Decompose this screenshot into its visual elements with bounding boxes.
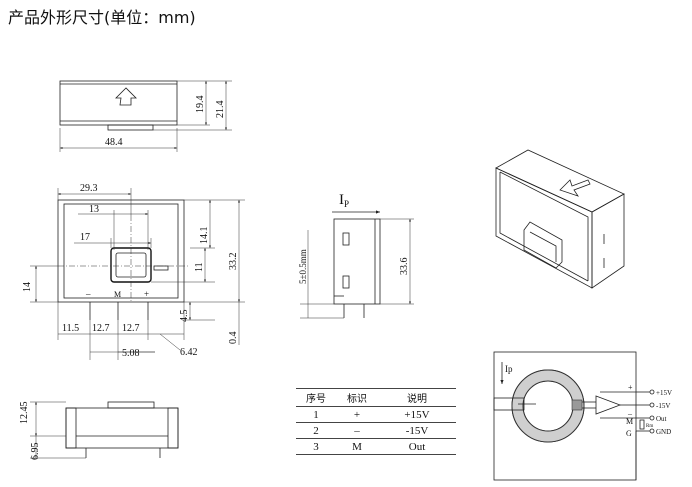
top-view: 48.4 19.4 21.4 (59, 80, 232, 152)
table-row: 3 M Out (296, 438, 456, 455)
front-view: – M + 29.3 13 17 14.1 11 33.2 14 (22, 183, 245, 360)
pin-no: 2 (296, 422, 336, 439)
node-m: M (626, 417, 633, 426)
dim-33-6: 33.6 (399, 258, 410, 276)
dim-0-4: 0.4 (228, 332, 239, 345)
dim-6-42: 6.42 (180, 347, 198, 358)
dim-5-tolerance: 5±0.5mm (298, 249, 308, 284)
table-row: 2 – -15V (296, 422, 456, 439)
bottom-view-body (65, 407, 179, 449)
dim-33-2: 33.2 (228, 253, 239, 271)
isometric-view (495, 149, 625, 289)
dim-top-h2: 21.4 (215, 101, 226, 119)
pin-desc: Out (378, 438, 456, 455)
dim-29-3: 29.3 (80, 183, 98, 194)
schematic: Ip +15V -15V Out GND + – (493, 351, 672, 481)
schematic-frame (493, 351, 637, 481)
pin-col-mark: 标识 (336, 388, 378, 407)
dim-12-7b: 12.7 (122, 323, 140, 334)
dim-14: 14 (22, 282, 33, 292)
pin-desc: -15V (378, 422, 456, 439)
arrow-up-icon (115, 87, 137, 106)
schematic-ip-label: Ip (505, 364, 513, 374)
dim-12-45: 12.45 (19, 402, 30, 425)
top-view-body (59, 80, 178, 126)
dim-5-08: 5.08 (122, 348, 140, 359)
bottom-view: 12.45 6.95 (19, 402, 179, 461)
dim-top-h1: 19.4 (195, 96, 206, 114)
node-minus: – (627, 409, 633, 418)
page-title: 产品外形尺寸(单位：mm) (8, 8, 196, 27)
term-minus15: -15V (656, 402, 670, 410)
dim-14-1: 14.1 (199, 227, 210, 245)
top-view-tab (107, 124, 154, 131)
resistor-rm (639, 419, 645, 430)
side-view-body (333, 218, 381, 305)
pin-table-header: 序号 标识 说明 (296, 388, 456, 407)
pin-col-no: 序号 (296, 388, 336, 407)
pin-label-plus: + (144, 289, 149, 299)
pin-mark: + (336, 406, 378, 423)
term-out: Out (656, 415, 667, 423)
pin-mark: M (336, 438, 378, 455)
table-row: 1 + +15V (296, 406, 456, 423)
node-g: G (626, 429, 632, 438)
iso-arrow-icon (559, 179, 591, 197)
pin-col-desc: 说明 (378, 388, 456, 407)
dim-4-5: 4.5 (179, 310, 190, 323)
term-gnd: GND (656, 428, 671, 436)
opamp-icon (595, 395, 622, 415)
dim-11-5: 11.5 (62, 323, 79, 334)
dim-6-95: 6.95 (30, 443, 41, 461)
node-plus: + (628, 383, 633, 392)
side-ip-label: IP (339, 192, 349, 209)
dim-12-7a: 12.7 (92, 323, 110, 334)
pin-label-minus: – (85, 289, 91, 299)
label-rm: Rm (646, 424, 653, 429)
dim-13: 13 (89, 204, 99, 215)
pin-desc: +15V (378, 406, 456, 423)
side-view: IP 33.6 5±0.5mm (298, 192, 414, 319)
pin-label-m: M (114, 290, 121, 299)
dim-17: 17 (80, 232, 90, 243)
dim-11: 11 (194, 262, 205, 272)
front-view-body (57, 199, 185, 303)
pin-mark: – (336, 422, 378, 439)
dim-top-width: 48.4 (105, 137, 123, 148)
pin-table: 序号 标识 说明 1 + +15V 2 – -15V 3 M Out (296, 388, 456, 455)
term-plus15: +15V (656, 389, 672, 397)
pin-no: 3 (296, 438, 336, 455)
pin-no: 1 (296, 406, 336, 423)
